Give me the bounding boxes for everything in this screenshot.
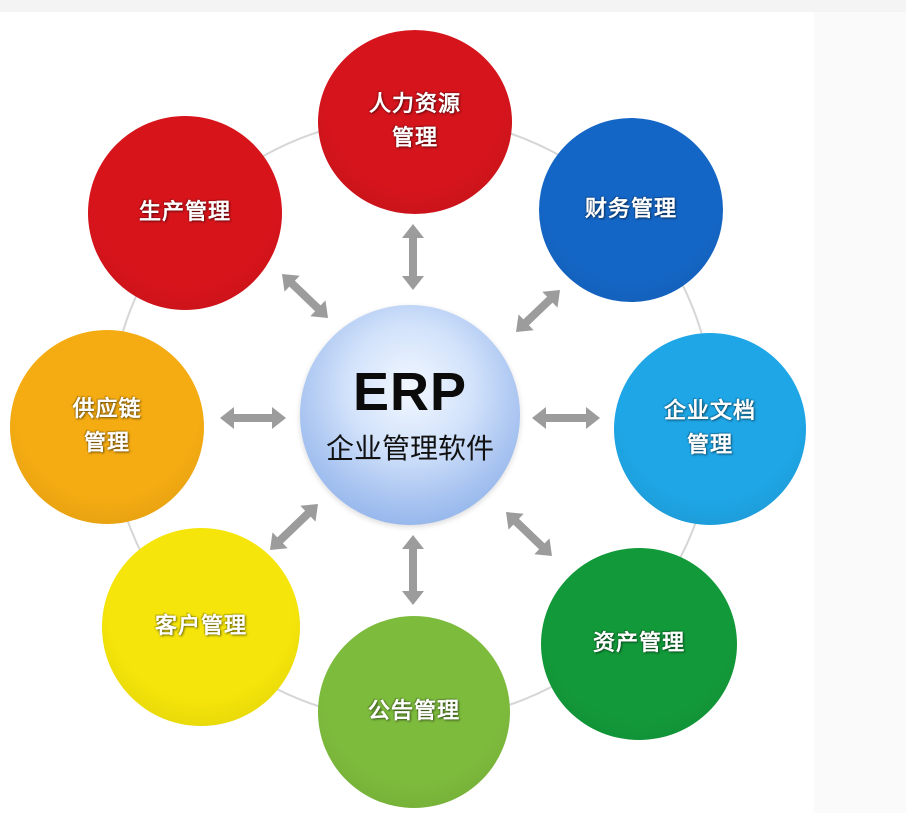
node-label-hr: 人力资源 管理 [368, 92, 461, 151]
arrow-hub-supply-chain [220, 407, 286, 429]
node-label-document: 企业文档 管理 [663, 399, 756, 458]
node-label-supply-chain: 供应链 管理 [72, 397, 142, 456]
hub-subtitle: 企业管理软件 [325, 432, 494, 465]
arrow-hub-finance [516, 290, 560, 332]
node-production: 生产管理 [88, 116, 282, 310]
arrow-hub-hr [402, 224, 424, 290]
node-label-asset: 资产管理 [592, 631, 685, 656]
arrow-hub-production [282, 274, 328, 318]
right-border-strip [814, 12, 906, 813]
node-supply-chain: 供应链 管理 [10, 330, 204, 524]
node-customer: 客户管理 [102, 528, 300, 726]
erp-hub: ERP 企业管理软件 [300, 305, 520, 525]
node-announcement: 公告管理 [318, 616, 510, 808]
node-asset: 资产管理 [541, 548, 737, 740]
node-finance: 财务管理 [539, 118, 723, 302]
arrow-hub-announcement [402, 535, 424, 605]
top-border-strip [0, 0, 906, 12]
node-label-production: 生产管理 [138, 200, 231, 225]
node-label-announcement: 公告管理 [367, 699, 460, 724]
node-label-finance: 财务管理 [584, 197, 677, 222]
node-document: 企业文档 管理 [614, 333, 806, 525]
arrow-hub-asset [506, 512, 552, 556]
node-hr: 人力资源 管理 [318, 30, 512, 214]
arrow-hub-document [532, 407, 600, 429]
hub-title: ERP [352, 362, 468, 422]
arrow-hub-customer [270, 504, 318, 550]
node-label-customer: 客户管理 [154, 614, 247, 639]
